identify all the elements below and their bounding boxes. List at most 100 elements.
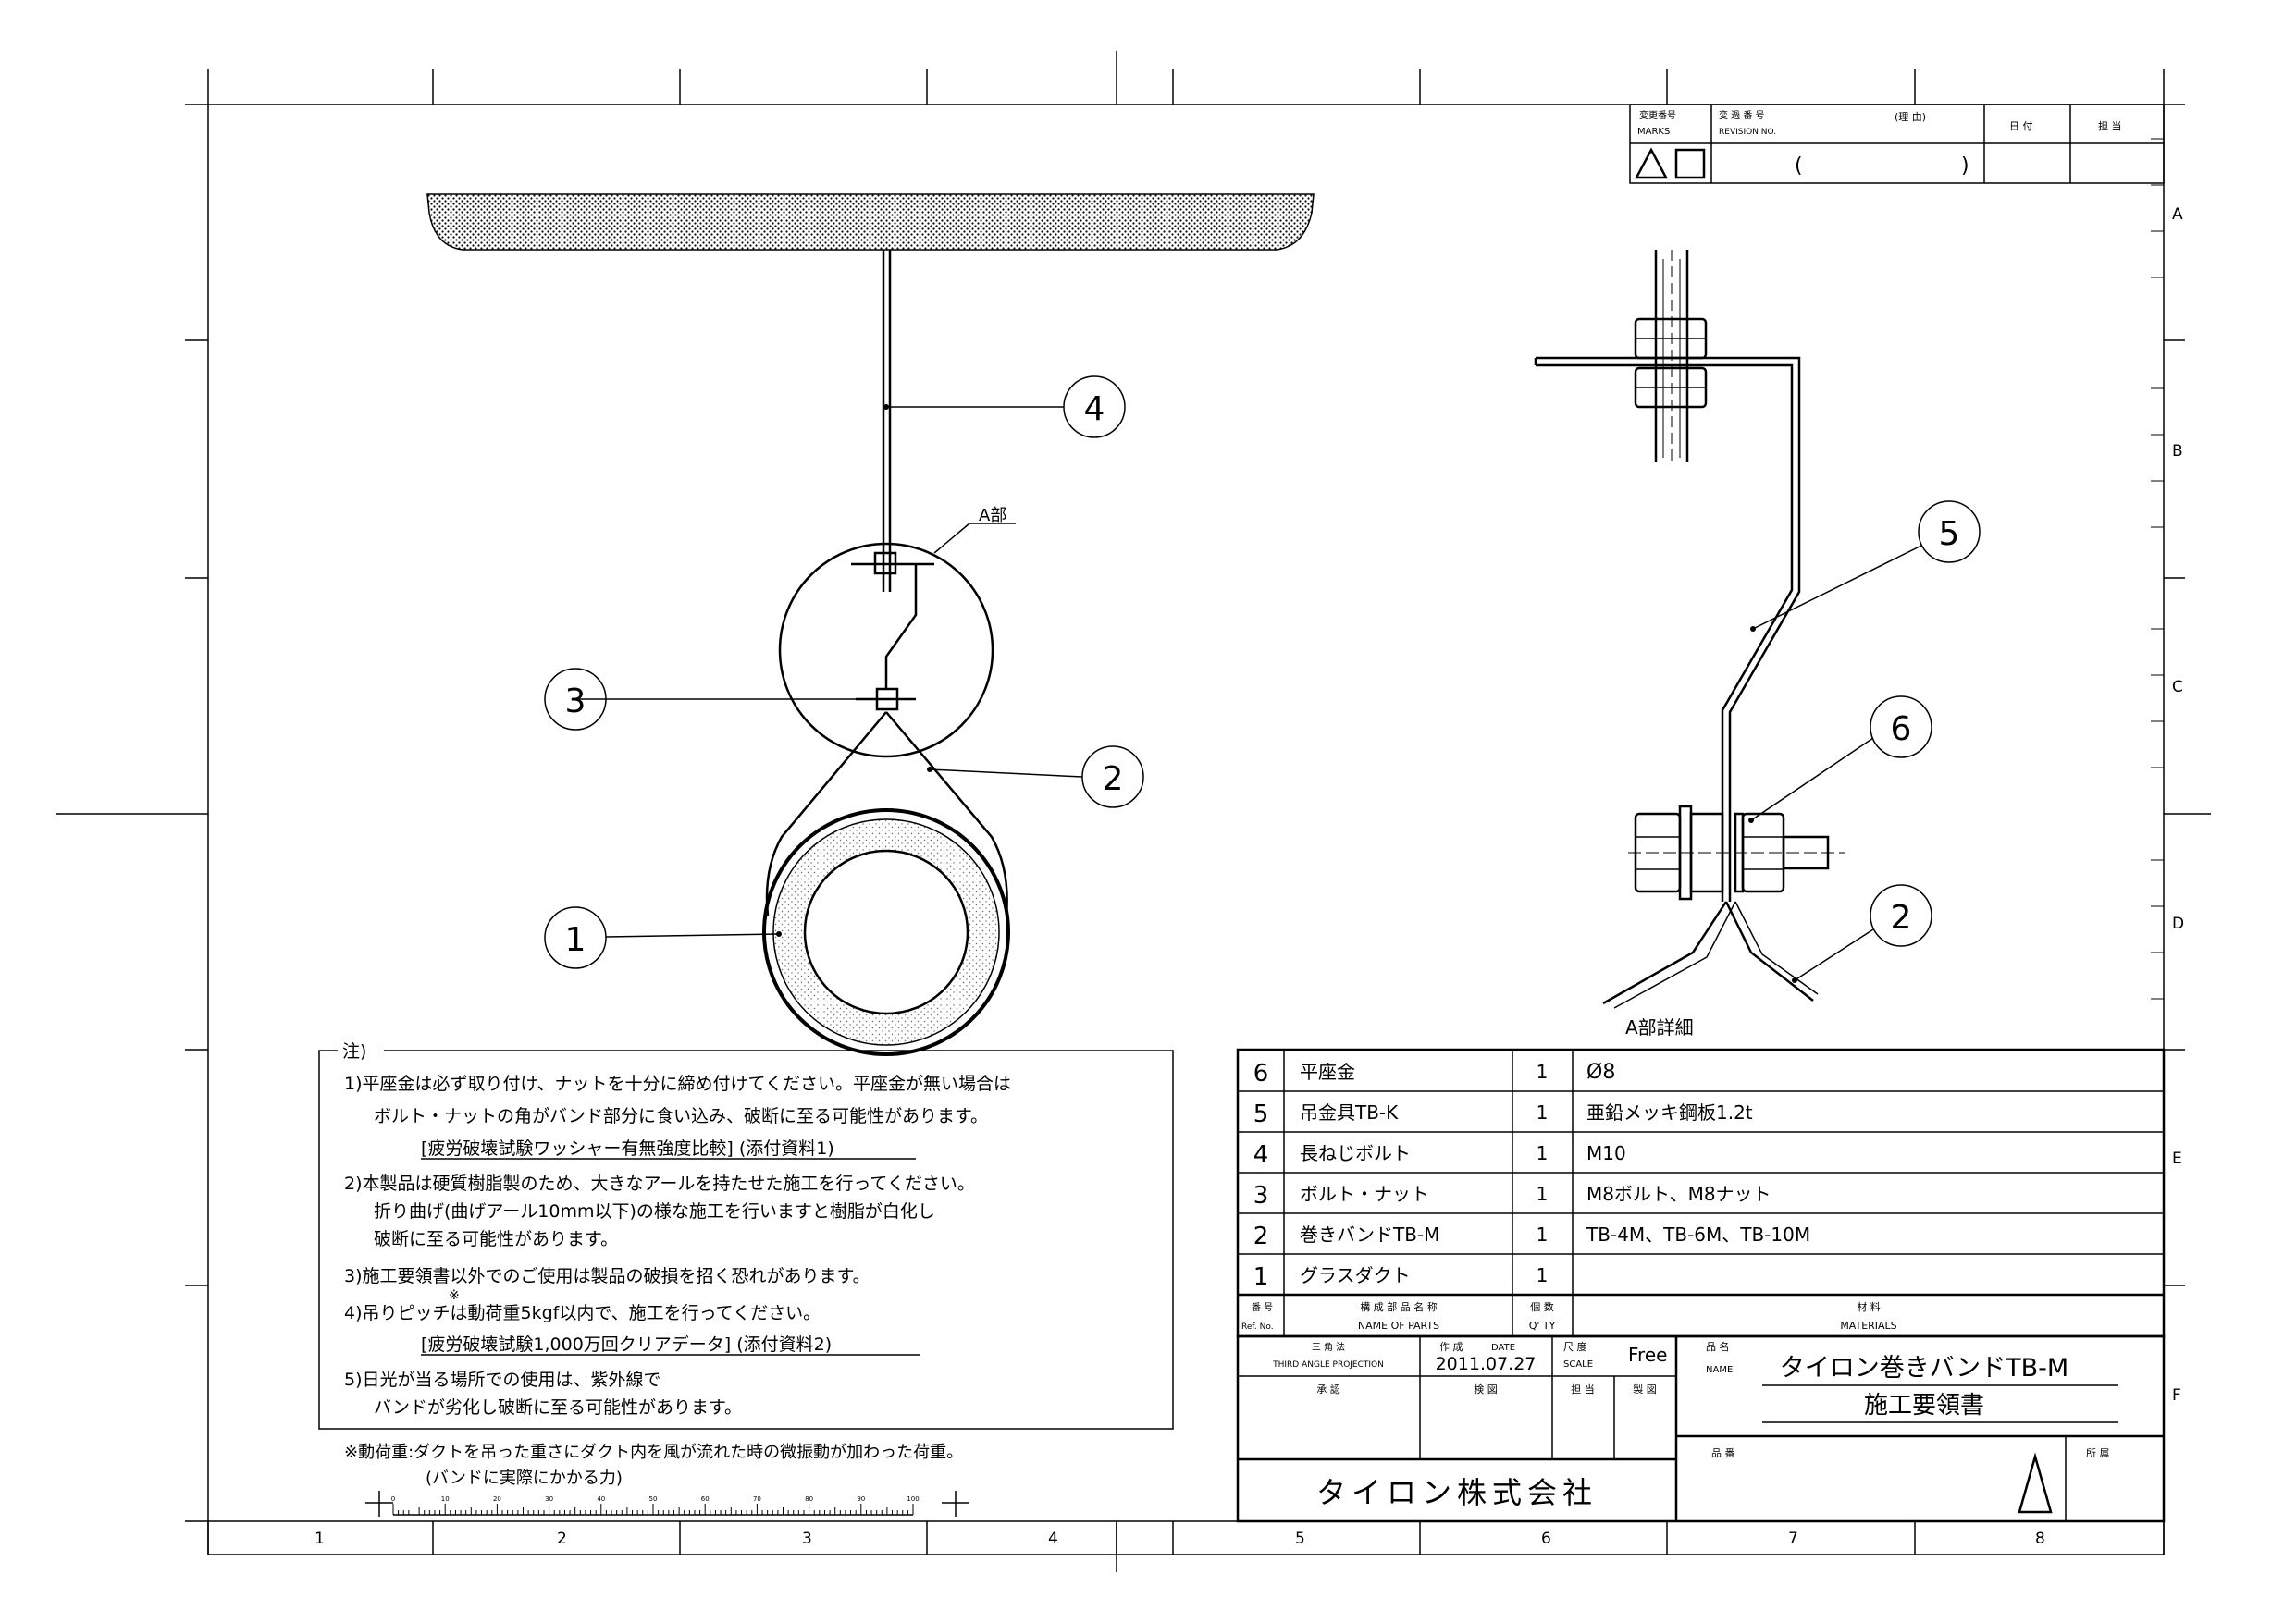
footnote-1: ※動荷重:ダクトを吊った重さにダクト内を風が流れた時の微振動が加わった荷重。 (344, 1443, 963, 1462)
balloon-2-detail-label: 2 (1891, 899, 1912, 937)
balloon-6 (1870, 695, 1932, 758)
table-row: 3 ボルト・ナット 1 M8ボルト、M8ナット (1253, 1182, 1771, 1210)
balloon-5 (1918, 500, 1981, 563)
note-line: バンドが劣化し破断に至る可能性があります。 (374, 1397, 742, 1418)
text-label: 平座金 (1300, 1061, 1355, 1083)
reason-label: (理 由) (1895, 110, 1926, 123)
text-label: 5 (1253, 1100, 1269, 1128)
revision-square-icon (1674, 148, 1706, 179)
ruler-label: 70 (753, 1495, 761, 1503)
asterisk-mark: ※ (449, 1288, 460, 1303)
text-label: 1 (1537, 1183, 1549, 1205)
date-label: 日 付 (2009, 120, 2033, 132)
a-part-label: A部 (979, 506, 1006, 525)
hdr-name-en: NAME OF PARTS (1358, 1320, 1439, 1332)
table-row: 5 吊金具TB-K 1 亜鉛メッキ鋼板1.2t (1253, 1100, 1753, 1128)
text-label: グラスダクト (1300, 1264, 1411, 1286)
marks-label-en: MARKS (1637, 127, 1670, 137)
note-line: 破断に至る可能性があります。 (374, 1229, 618, 1249)
hdr-qty-en: Q' TY (1529, 1320, 1556, 1332)
text-label: 6 (1253, 1060, 1269, 1088)
table-row: 4 長ねじボルト 1 M10 (1253, 1141, 1626, 1169)
projection-jp: 三 角 法 (1312, 1341, 1345, 1353)
note-line: 2)本製品は硬質樹脂製のため、大きなアールを持たせた施工を行ってください。 (344, 1174, 975, 1194)
glass-duct-outer (762, 808, 1010, 1056)
person-label: 担 当 (2098, 119, 2122, 132)
name-label-jp: 品 名 (1706, 1340, 1730, 1353)
text-label: M8ボルト、M8ナット (1586, 1183, 1771, 1205)
ruler-label: 60 (701, 1495, 710, 1503)
text-label: 長ねじボルト (1300, 1142, 1411, 1164)
ruler-label: 20 (493, 1495, 501, 1503)
product-name: タイロン巻きバンドTB-M (1780, 1354, 2068, 1383)
note-line: 5)日光が当る場所での使用は、紫外線で (344, 1370, 661, 1390)
scale-label-en: SCALE (1563, 1359, 1593, 1370)
hdr-no-jp: 番 号 (1252, 1302, 1273, 1313)
hdr-no-en: Ref. No. (1241, 1322, 1274, 1332)
draft-label: 製 図 (1633, 1383, 1657, 1396)
balloon-1 (544, 906, 607, 969)
text-label: 1 (1537, 1061, 1549, 1083)
table-row: 1 グラスダクト 1 (1253, 1263, 1549, 1291)
text-label: 1 (1253, 1263, 1269, 1291)
note-line: 4)吊りピッチは動荷重5kgf以内で、施工を行ってください。 (344, 1303, 821, 1323)
revision-label-jp: 変 過 番 号 (1719, 109, 1765, 121)
text-label: 亜鉛メッキ鋼板1.2t (1586, 1101, 1753, 1124)
ceiling-slab (426, 193, 1315, 251)
text-label: 巻きバンドTB-M (1300, 1223, 1439, 1246)
notes-header: 注) (342, 1041, 366, 1062)
zone-number: 6 (1541, 1530, 1551, 1548)
text-label: 1 (1537, 1142, 1549, 1164)
revision-triangle-icon (1634, 147, 1669, 179)
marks-label-jp: 変更番号 (1639, 109, 1676, 121)
footnote-2: (バンドに実際にかかる力) (426, 1469, 623, 1488)
balloon-3-label: 3 (565, 682, 586, 720)
balloon-4 (1063, 375, 1126, 438)
note-line: [疲労破壊試験ワッシャー有無強度比較] (添付資料1) (421, 1138, 834, 1159)
zone-number: 3 (802, 1530, 812, 1548)
balloon-4-label: 4 (1084, 390, 1105, 428)
text-label: 2 (1253, 1223, 1269, 1250)
note-line: [疲労破壊試験1,000万回クリアデータ] (添付資料2) (421, 1334, 832, 1355)
table-row: 2 巻きバンドTB-M 1 TB-4M、TB-6M、TB-10M (1253, 1223, 1810, 1250)
glass-duct-inner (803, 849, 969, 1015)
zone-letter: B (2172, 442, 2183, 461)
balloon-2-label: 2 (1103, 760, 1124, 798)
a-detail-label: A部詳細 (1625, 1016, 1694, 1039)
bracket-tb-k (1536, 356, 1801, 902)
text-label: ボルト・ナット (1300, 1183, 1429, 1205)
detail-a-circle (778, 542, 994, 758)
balloon-3 (544, 668, 607, 731)
balloon-2-detail (1870, 884, 1932, 947)
text-label: 1 (1537, 1264, 1549, 1286)
balloon-5-label: 5 (1939, 515, 1960, 553)
revision-label-en: REVISION NO. (1719, 128, 1776, 137)
scale-value: Free (1628, 1344, 1667, 1366)
detail-a-view: 5 6 2 A部詳細 (1534, 250, 1981, 1039)
hanger-bracket (884, 564, 918, 689)
text-label: 4 (1253, 1141, 1269, 1169)
zone-number: 4 (1048, 1530, 1058, 1548)
sheet-frame (56, 51, 2211, 1572)
scale-label-jp: 尺 度 (1563, 1340, 1587, 1353)
ruler-label: 30 (545, 1495, 553, 1503)
note-line: ボルト・ナットの角がバンド部分に食い込み、破断に至る可能性があります。 (374, 1106, 988, 1126)
notes-box: 注) 1)平座金は必ず取り付け、ナットを十分に締め付けてください。平座金が無い場… (318, 1041, 1174, 1488)
approval-label: 承 認 (1316, 1383, 1340, 1396)
note-line: 3)施工要領書以外でのご使用は製品の破損を招く恐れがあります。 (344, 1266, 870, 1286)
date-label-en: DATE (1491, 1343, 1515, 1353)
zone-letter: E (2172, 1150, 2182, 1168)
balloon-6-label: 6 (1891, 710, 1912, 748)
balloon-1-label: 1 (565, 921, 586, 959)
company-name: タイロン株式会社 (1316, 1475, 1598, 1510)
check-label: 検 図 (1474, 1383, 1498, 1396)
document-type: 施工要領書 (1864, 1392, 1984, 1420)
text-label: 吊金具TB-K (1300, 1101, 1399, 1124)
ruler-label: 0 (391, 1495, 395, 1503)
hdr-mat-jp: 材 料 (1857, 1300, 1881, 1313)
text-label: M10 (1586, 1142, 1626, 1164)
band-detail-left (1602, 901, 1728, 1005)
paren-close: ) (1961, 154, 1969, 178)
